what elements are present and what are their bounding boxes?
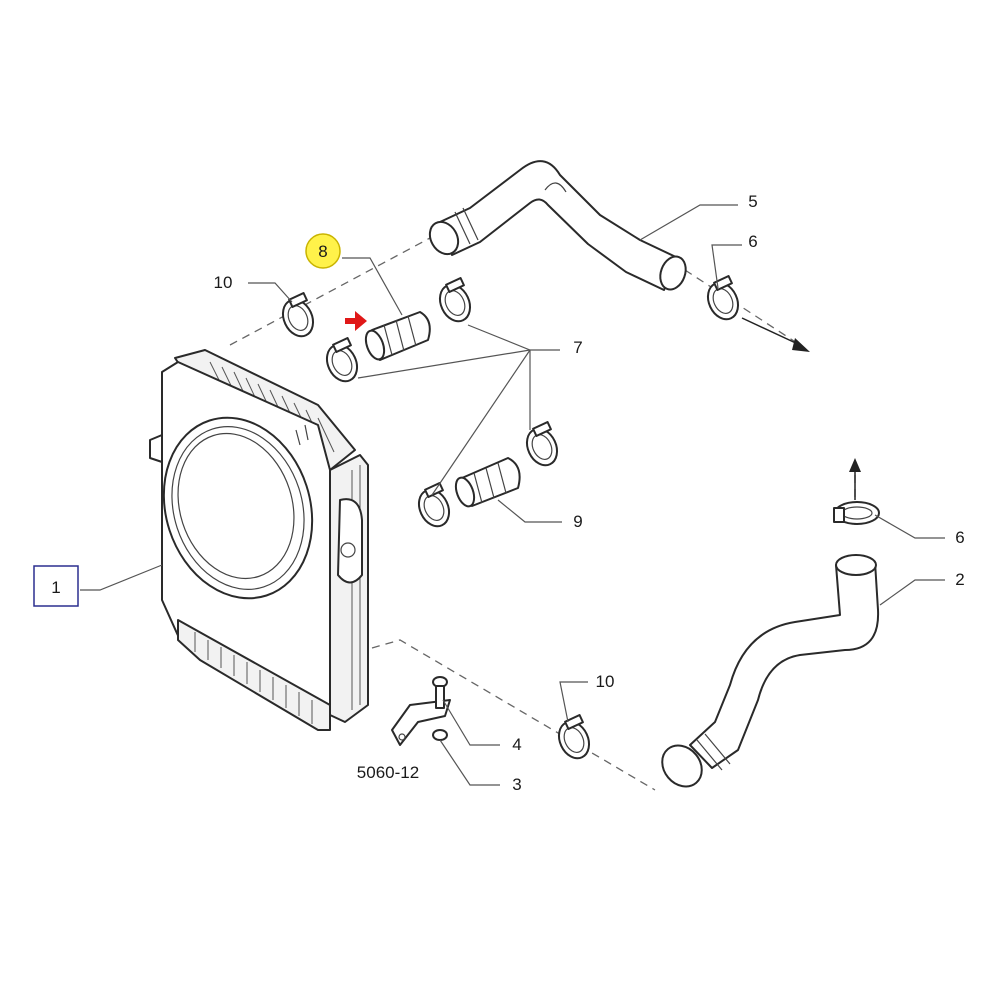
upper-charge-air-hose: [428, 160, 687, 291]
leader-lines: [80, 204, 945, 786]
flow-line-upper-left: [229, 237, 431, 346]
leader-4: [442, 699, 500, 746]
sleeve-9-ribs: [473, 462, 507, 504]
upper-hose-right-end: [659, 255, 687, 291]
upper-hose-bend-line: [544, 182, 567, 193]
leader-6a: [711, 244, 742, 289]
leader-6b: [874, 514, 945, 539]
leader-7a: [467, 324, 560, 351]
outlet-arrow-line: [741, 317, 801, 346]
callout-6a: 6: [748, 232, 757, 251]
callout-9: 9: [573, 512, 582, 531]
callout-3: 3: [512, 775, 521, 794]
outlet-arrow-head: [792, 338, 810, 352]
flow-line-upper-right: [684, 269, 801, 346]
callout-10a: 10: [214, 273, 233, 292]
intercooler-bottom-fins: [177, 619, 331, 731]
leader-10b: [559, 681, 588, 723]
lower-charge-air-hose: [661, 554, 880, 788]
callout-6b: 6: [955, 528, 964, 547]
lower-hose-body: [689, 555, 880, 769]
intercooler-right-bracket: [337, 498, 363, 584]
clamp-7-b: [438, 276, 472, 323]
intercooler-shroud-opening: [177, 432, 295, 580]
intercooler-shroud-ring-inner: [171, 426, 305, 590]
upper-hose-left-end: [428, 220, 460, 256]
callout-8: 8: [318, 242, 327, 261]
clamp-10-lower: [557, 713, 591, 760]
intercooler-left-lug: [149, 434, 163, 463]
lower-hose-clamp-band: [696, 733, 731, 771]
sleeve-8-end: [364, 329, 386, 361]
inlet-arrow-head: [849, 458, 861, 472]
leader-9: [497, 499, 562, 523]
callout-4: 4: [512, 735, 521, 754]
sleeve-9-end: [454, 476, 476, 508]
leader-8: [342, 257, 403, 316]
intercooler-core: [149, 349, 369, 731]
callout-10b: 10: [596, 672, 615, 691]
intercooler-bottom-fin-lines: [194, 632, 313, 724]
clamp-6-upper: [706, 274, 740, 321]
clamp-10-upper: [281, 291, 315, 338]
bellows-sleeve-upper: [364, 311, 431, 361]
clamp-7-c: [417, 481, 451, 528]
callout-7: 7: [573, 338, 582, 357]
intercooler-top-detail: [295, 424, 309, 446]
hose-clamps: [281, 274, 880, 760]
intercooler-bracket-hole: [340, 542, 356, 558]
washer: [432, 729, 448, 741]
direction-arrows: [345, 311, 861, 500]
leader-3: [439, 739, 500, 786]
red-pointer-arrow: [345, 311, 367, 331]
leader-5: [639, 204, 738, 241]
callout-2: 2: [955, 570, 964, 589]
leader-7c: [431, 349, 531, 496]
bolt-shank: [435, 685, 445, 709]
leader-2: [879, 579, 945, 606]
upper-hose-clamp-band: [454, 207, 479, 245]
sleeve-8-ribs: [383, 315, 417, 356]
leader-10a: [248, 282, 293, 303]
mounting-bracket: [391, 699, 451, 746]
callout-8-highlight: [305, 233, 341, 269]
bellows-sleeve-lower: [454, 457, 521, 508]
callout-1: 1: [51, 578, 60, 597]
intercooler-side-tank: [329, 454, 369, 723]
clamp-7-a: [325, 336, 359, 383]
mounting-hardware: [391, 676, 451, 746]
callout-5: 5: [748, 192, 757, 211]
bracket-hole: [398, 733, 406, 741]
leader-1: [80, 564, 163, 591]
clamp-6-lower: [833, 501, 880, 525]
clamp-7-d: [525, 420, 559, 467]
callouts: 1 2 3 4 5 6 6 7 8 9 10 10 5060-12: [33, 192, 965, 794]
intercooler-shroud-ring-outer: [162, 416, 314, 600]
lower-hose-top-end: [835, 554, 877, 576]
lower-hose-bottom-end: [661, 744, 703, 788]
callout-1-box: [33, 565, 79, 607]
leader-7b: [357, 349, 531, 379]
upper-hose-body: [439, 160, 679, 291]
drawing-code: 5060-12: [357, 763, 419, 782]
